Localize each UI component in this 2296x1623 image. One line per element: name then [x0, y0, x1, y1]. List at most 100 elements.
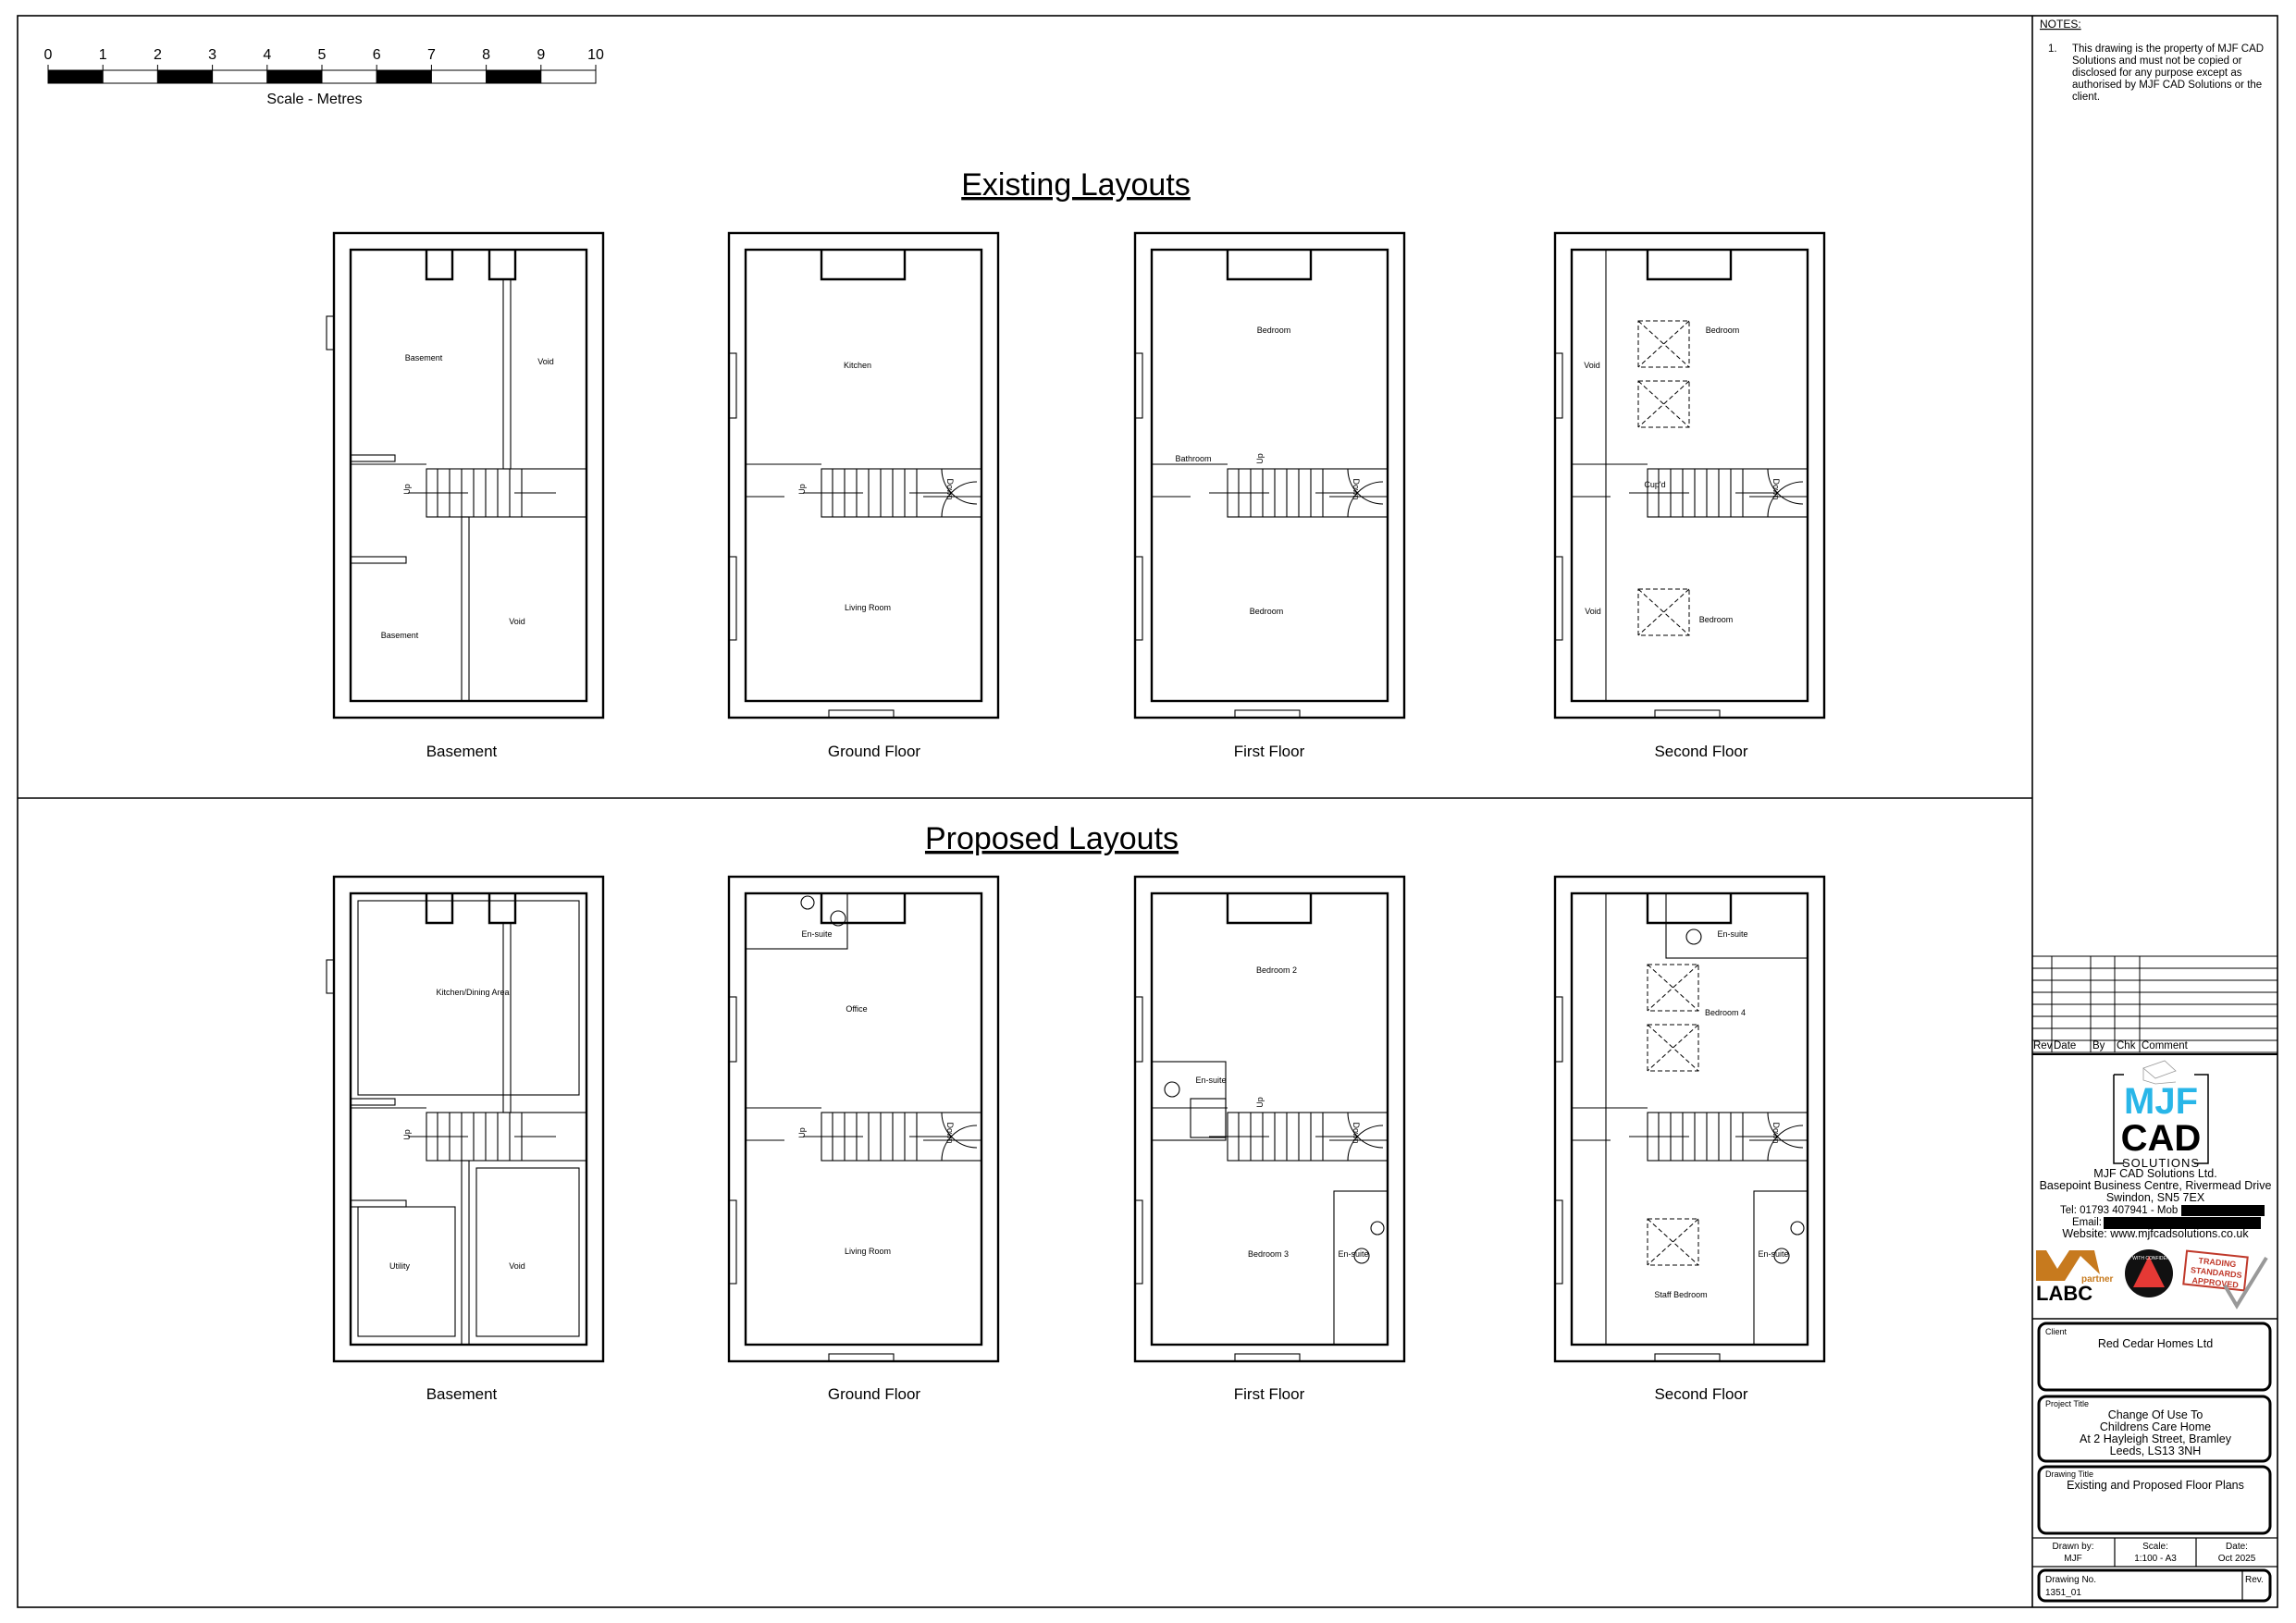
scale-value: 1:100 - A3 [2134, 1554, 2177, 1564]
window [1134, 1199, 1143, 1285]
en-suite-walls [1753, 1190, 1808, 1346]
door-swing [941, 481, 978, 518]
en-suite-walls [745, 892, 848, 950]
external-wall-inner [1150, 891, 1389, 1346]
en-suite-walls [1333, 1190, 1389, 1346]
window [1234, 1353, 1301, 1362]
room-label-down: Down [1352, 478, 1361, 499]
door-swing [1347, 1112, 1384, 1149]
window [1134, 352, 1143, 419]
room-label-staff-bedroom: Staff Bedroom [1654, 1290, 1707, 1299]
room-label-en-suite: En-suite [1758, 1249, 1788, 1259]
basin [800, 895, 815, 910]
window [1134, 556, 1143, 641]
note-line: This drawing is the property of MJF CAD [2072, 43, 2264, 55]
room-label-en-suite: En-suite [1717, 929, 1747, 939]
door-swing [941, 1125, 978, 1162]
scale-segment [102, 69, 158, 84]
room-label-up: Up [1255, 1097, 1265, 1108]
basin [1790, 1221, 1805, 1236]
project-title-line: Change Of Use To [2108, 1408, 2203, 1421]
room-label-bedroom: Bedroom [1699, 615, 1734, 624]
scale-tick-label: 9 [537, 47, 545, 63]
scale-segment [321, 69, 377, 84]
door-swing [1347, 481, 1384, 518]
company-address-2: Swindon, SN5 7EX [2106, 1191, 2205, 1204]
room-label-bedroom: Bedroom [1257, 326, 1291, 335]
company-address-1: Basepoint Business Centre, Rivermead Dri… [2040, 1179, 2272, 1192]
existing-layouts-title: Existing Layouts [961, 167, 1191, 203]
room-label-bedroom-2: Bedroom 2 [1256, 965, 1297, 975]
company-name: MJF CAD Solutions Ltd. [2093, 1167, 2216, 1180]
external-wall-inner [744, 248, 983, 703]
client-box [2037, 1322, 2272, 1392]
company-tel: Tel: 01793 407941 - Mob [2060, 1205, 2178, 1216]
svg-text:CAD: CAD [2121, 1118, 2202, 1159]
rev-header-rev: Rev [2033, 1040, 2053, 1051]
proposed-layouts-title: Proposed Layouts [925, 821, 1179, 856]
room-label-en-suite: En-suite [1338, 1249, 1368, 1259]
window [1654, 1353, 1721, 1362]
note-line: authorised by MJF CAD Solutions or the [2072, 80, 2262, 91]
staircase [1572, 463, 1808, 518]
external-wall-outer [727, 875, 1000, 1363]
door-swing [1347, 1125, 1384, 1162]
sheet-border [17, 15, 2278, 1608]
scale-tick-label: 0 [44, 47, 53, 63]
room-label-up: Up [797, 1127, 807, 1138]
rev-header-comment: Comment [2142, 1040, 2189, 1051]
staircase [1152, 463, 1389, 518]
project-title-line: At 2 Hayleigh Street, Bramley [2080, 1432, 2232, 1445]
proposed-plan-label: Ground Floor [828, 1385, 920, 1403]
scale-segment [156, 69, 214, 84]
room-label-void: Void [509, 617, 525, 626]
scale-tick-label: 2 [154, 47, 162, 63]
external-wall-outer [727, 231, 1000, 719]
room-label-bedroom-4: Bedroom 4 [1705, 1008, 1746, 1017]
rev-header-chk: Chk [2117, 1040, 2136, 1051]
room-label-down: Down [1352, 1122, 1361, 1143]
rooflight [1637, 588, 1690, 636]
rooflight [1647, 1218, 1699, 1266]
scale-segment [486, 69, 542, 84]
room-label-kitchen: Kitchen [844, 361, 871, 370]
shower-tray [1190, 1098, 1227, 1138]
window [1234, 709, 1301, 719]
room-label-bedroom-3: Bedroom 3 [1248, 1249, 1289, 1259]
date-value: Oct 2025 [2218, 1554, 2256, 1564]
scale-tick-label: 3 [208, 47, 216, 63]
company-email: Email: [2072, 1217, 2102, 1228]
room-label-living-room: Living Room [845, 1247, 891, 1256]
door-swing [1767, 1112, 1804, 1149]
basin [1370, 1221, 1385, 1236]
room-label-office: Office [846, 1004, 867, 1014]
rooflight [1637, 380, 1690, 428]
note-line: client. [2072, 92, 2100, 103]
buy-with-confidence-logo: BUY WITH CONFIDENCE [2122, 1249, 2177, 1297]
proposed-plan-label: Basement [426, 1385, 498, 1403]
internal-walls [1572, 250, 1808, 701]
drawing-number-label: Drawing No. [2045, 1575, 2096, 1585]
window [326, 315, 335, 350]
window [728, 352, 737, 419]
scale-segment [266, 69, 323, 84]
existing-plan-label: Ground Floor [828, 743, 920, 760]
room-label-up: Up [797, 484, 807, 495]
staircase [746, 463, 982, 518]
rooflight [1647, 1024, 1699, 1072]
room-label-basement: Basement [405, 353, 443, 363]
project-title-line: Leeds, LS13 3NH [2110, 1445, 2202, 1457]
scale-tick-label: 8 [482, 47, 490, 63]
window [1134, 996, 1143, 1063]
window [728, 1199, 737, 1285]
window [1654, 709, 1721, 719]
rev-header-by: By [2092, 1040, 2105, 1051]
room-label-utility: Utility [389, 1261, 410, 1271]
door-swing [1347, 468, 1384, 505]
external-wall-inner [744, 891, 983, 1346]
